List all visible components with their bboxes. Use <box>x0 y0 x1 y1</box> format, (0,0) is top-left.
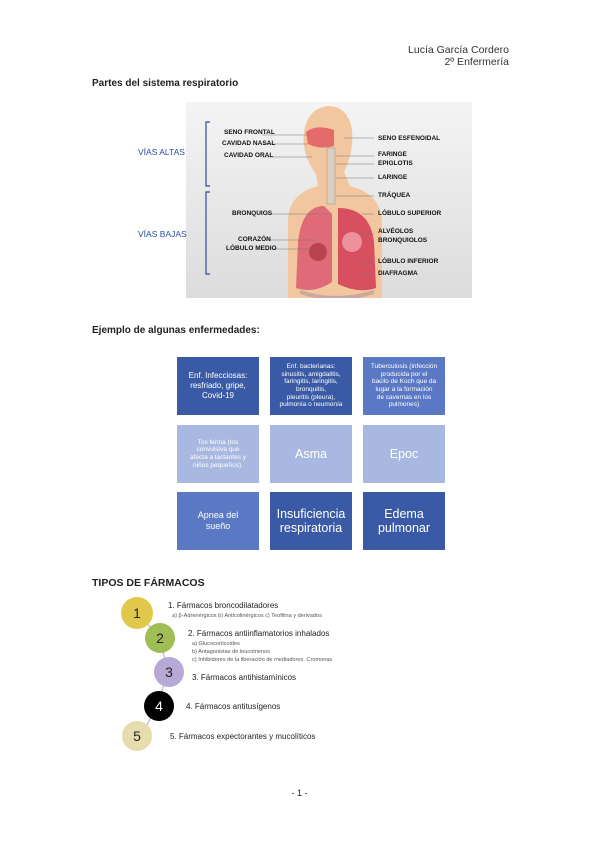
anat-label-bronquios: BRONQUIOS <box>232 210 273 217</box>
drug-sub-1a: a) β-Adrenérgicos b) Anticolinérgicos c)… <box>172 613 322 619</box>
anat-label-diafragma: DIAFRAGMA <box>378 270 418 277</box>
anat-label-seno-esfenoidal: SENO ESFENOIDAL <box>378 135 440 142</box>
anat-label-cavidad-nasal: CAVIDAD NASAL <box>222 140 275 147</box>
anatomy-brackets <box>205 121 210 275</box>
anat-label-laringe: LARINGE <box>378 174 408 181</box>
anat-label-faringe: FARINGE <box>378 151 408 158</box>
disease-cell-bacterianas: Enf. bacterianas:sinusitis, amigdalitis,… <box>270 357 352 415</box>
group-label-vias-altas: VÍAS ALTAS <box>138 147 185 157</box>
drug-number-3: 3 <box>154 657 184 687</box>
respiratory-system-diagram: SENO FRONTAL CAVIDAD NASAL CAVIDAD ORAL … <box>138 102 472 298</box>
anat-label-traquea: TRÁQUEA <box>378 190 410 199</box>
drug-number-1: 1 <box>121 597 153 629</box>
anat-label-corazon: CORAZÓN <box>238 234 271 243</box>
section-title-respiratory: Partes del sistema respiratorio <box>92 78 239 89</box>
course-name: 2º Enfermería <box>444 56 509 68</box>
anat-label-seno-frontal: SENO FRONTAL <box>224 129 275 136</box>
section-title-diseases: Ejemplo de algunas enfermedades: <box>92 325 260 336</box>
drug-types-list: 1 2 3 4 5 1. Fármacos broncodilatadores … <box>110 595 410 755</box>
drug-number-4: 4 <box>144 691 174 721</box>
anat-label-lobulo-inferior: LÓBULO INFERIOR <box>378 256 439 265</box>
diseases-grid: Enf. Infecciosas:resfriado, gripe,Covid-… <box>177 357 445 550</box>
disease-cell-epoc: Epoc <box>363 425 445 483</box>
drug-label-5: 5. Fármacos expectorantes y mucolíticos <box>170 732 316 741</box>
disease-cell-infecciosas: Enf. Infecciosas:resfriado, gripe,Covid-… <box>177 357 259 415</box>
anat-label-epiglotis: EPIGLOTIS <box>378 160 413 167</box>
document-header: Lucía García Cordero 2º Enfermería <box>408 44 509 68</box>
anat-label-lobulo-superior: LÓBULO SUPERIOR <box>378 208 442 217</box>
drug-sub-2b: b) Antagonistas de leucotrienos <box>192 649 271 655</box>
anat-label-bronquiolos: BRONQUIOLOS <box>378 237 428 244</box>
disease-cell-asma: Asma <box>270 425 352 483</box>
anat-label-lobulo-medio: LÓBULO MEDIO <box>226 243 277 252</box>
drug-number-2: 2 <box>145 623 175 653</box>
drug-label-3: 3. Fármacos antihistamínicos <box>192 673 297 682</box>
anat-label-alveolos: ALVÉOLOS <box>378 226 414 235</box>
section-title-drugs: TIPOS DE FÁRMACOS <box>92 577 205 589</box>
drug-label-4: 4. Fármacos antitusígenos <box>186 702 281 711</box>
group-label-vias-bajas: VÍAS BAJAS <box>138 229 187 239</box>
drug-number-5: 5 <box>122 721 152 751</box>
drug-label-1: 1. Fármacos broncodilatadores <box>168 601 279 610</box>
drug-sub-2a: a) Glucocorticoides <box>192 641 240 647</box>
drug-label-2: 2. Fármacos antiinflamatorios inhalados <box>188 629 330 638</box>
drug-sub-2c: c) Inhibidores de la liberación de media… <box>192 657 334 663</box>
page-number: - 1 - <box>291 788 308 798</box>
anat-label-cavidad-oral: CAVIDAD ORAL <box>224 152 273 159</box>
author-name: Lucía García Cordero <box>408 44 509 56</box>
